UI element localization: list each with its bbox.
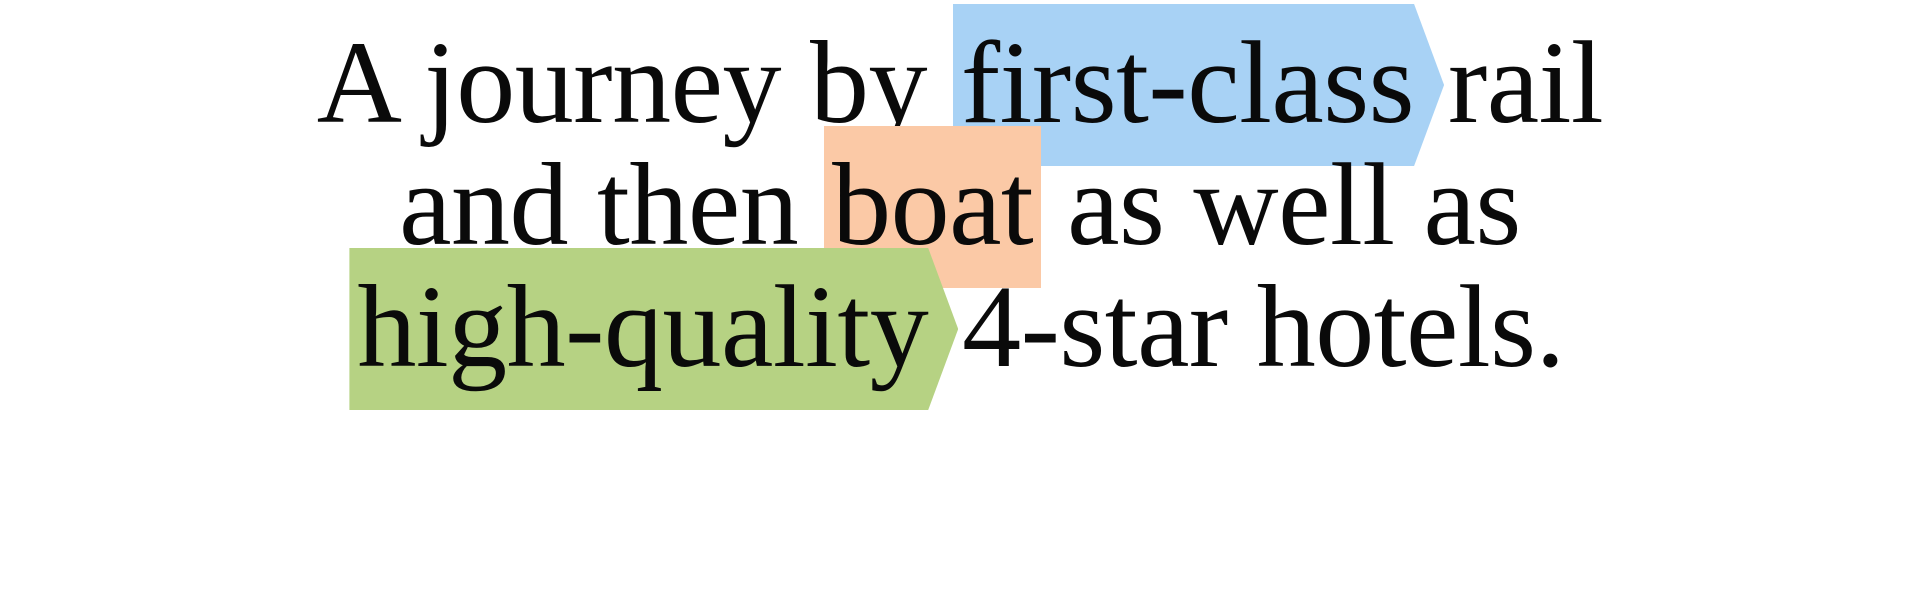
line-3-suffix-text: 4-star hotels. (962, 261, 1565, 392)
highlight-first-class: first-class (959, 22, 1416, 144)
line-2-prefix-text: and then (399, 139, 799, 270)
line-2-suffix-text: as well as (1067, 139, 1521, 270)
highlight-boat: boat (824, 126, 1042, 288)
highlight-first-class-label: first-class (960, 17, 1415, 148)
line-1-prefix-text: A journey by (316, 17, 928, 148)
highlight-high-quality: high-quality (355, 266, 930, 388)
highlight-high-quality-label: high-quality (357, 261, 929, 392)
highlight-boat-label: boat (832, 139, 1034, 270)
line-1-suffix-text: rail (1447, 17, 1604, 148)
text-line-2: and then boat as well as (0, 126, 1920, 288)
